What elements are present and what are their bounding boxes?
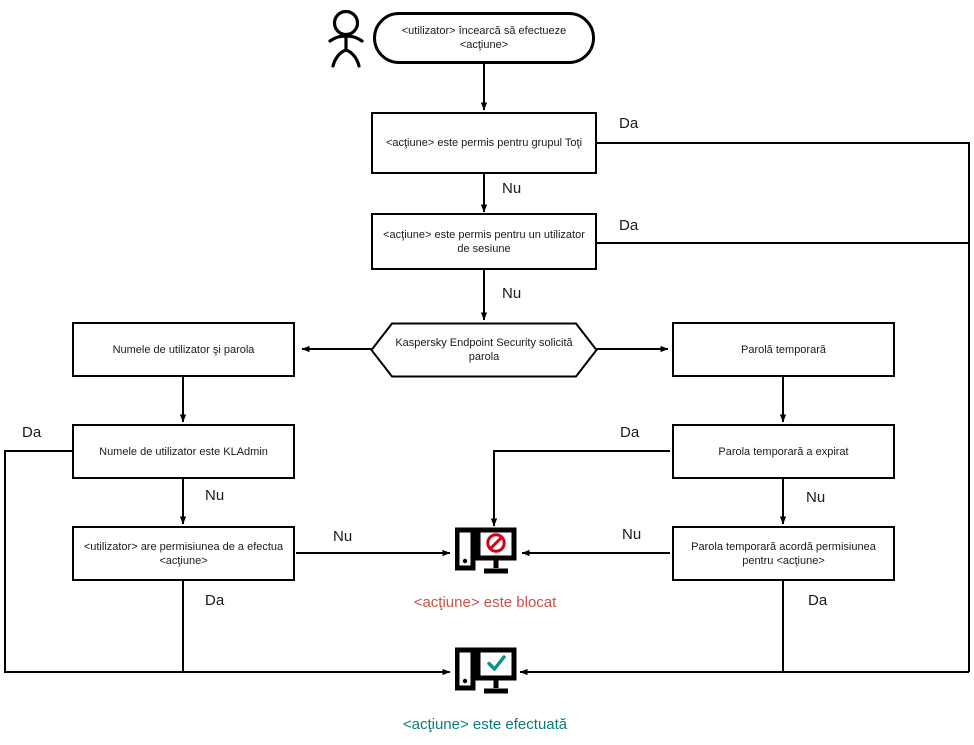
node-username-and-password[interactable]: Numele de utilizator şi parola	[72, 322, 295, 377]
terminal-label-blocked: <acţiune> este blocat	[413, 594, 557, 611]
node-allowed-session-user-label: <acţiune> este permis pentru un utilizat…	[383, 228, 585, 255]
node-temporary-password-label: Parolă temporară	[741, 343, 826, 356]
node-username-and-password-label: Numele de utilizator şi parola	[112, 343, 255, 356]
user-person-icon	[326, 9, 366, 73]
edge-label-kladmin-yes: Da	[22, 424, 42, 441]
node-allowed-everyone-label: <acţiune> este permis pentru grupul Toţi	[385, 137, 583, 149]
node-temp-password-grants-label: Parola temporară acordă permisiunea pent…	[691, 540, 876, 567]
node-kes-requests-password-label: Kaspersky Endpoint Security solicită par…	[395, 337, 573, 363]
edge-label-expired-no: Nu	[806, 489, 826, 506]
node-start[interactable]: <utilizator> încearcă să efectueze <acţi…	[373, 12, 595, 64]
edge-label-expired-yes: Da	[620, 424, 640, 441]
edge-label-session-yes: Da	[619, 217, 639, 234]
node-temp-password-grants[interactable]: Parola temporară acordă permisiunea pent…	[672, 526, 895, 581]
node-allowed-everyone[interactable]: <acţiune> este permis pentru grupul Toţi	[371, 112, 597, 174]
terminal-label-performed: <acţiune> este efectuată	[402, 716, 568, 733]
node-user-has-permission-label: <utilizator> are permisiunea de a efectu…	[83, 540, 284, 567]
hexagon-shape	[370, 322, 598, 378]
edge-label-permission-yes: Da	[205, 592, 225, 609]
edge-label-everyone-no: Nu	[502, 180, 522, 197]
node-temp-password-expired-label: Parola temporară a expirat	[718, 445, 849, 458]
edge-label-grants-yes: Da	[808, 592, 828, 609]
node-start-label: <utilizator> încearcă să efectueze <acţi…	[401, 25, 567, 51]
edge-label-permission-no: Nu	[333, 528, 353, 545]
edge-label-everyone-yes: Da	[619, 115, 639, 132]
edge-label-grants-no: Nu	[622, 526, 642, 543]
node-temporary-password[interactable]: Parolă temporară	[672, 322, 895, 377]
node-temp-password-expired[interactable]: Parola temporară a expirat	[672, 424, 895, 479]
node-allowed-session-user[interactable]: <acţiune> este permis pentru un utilizat…	[371, 213, 597, 270]
node-username-is-kladmin-label: Numele de utilizator este KLAdmin	[99, 445, 268, 458]
computer-blocked-icon	[454, 526, 517, 585]
node-user-has-permission[interactable]: <utilizator> are permisiunea de a efectu…	[72, 526, 295, 581]
node-username-is-kladmin[interactable]: Numele de utilizator este KLAdmin	[72, 424, 295, 479]
edge-label-kladmin-no: Nu	[205, 487, 225, 504]
node-kes-requests-password[interactable]: Kaspersky Endpoint Security solicită par…	[370, 322, 598, 378]
computer-allowed-icon	[454, 646, 517, 705]
edge-label-session-no: Nu	[502, 285, 522, 302]
